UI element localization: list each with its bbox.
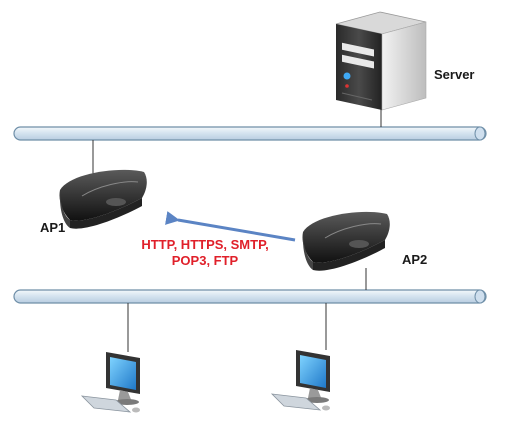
protocol-line-1: HTTP, HTTPS, SMTP, xyxy=(141,237,269,252)
ap2-label: AP2 xyxy=(402,252,428,267)
traffic-arrow xyxy=(164,211,296,242)
bottom-network-bus xyxy=(13,289,487,304)
wireless-router-icon xyxy=(59,169,147,229)
protocol-list: HTTP, HTTPS, SMTP, POP3, FTP xyxy=(130,237,280,269)
ap1-label: AP1 xyxy=(40,220,66,235)
server-tower-icon xyxy=(335,11,427,111)
desktop-computer-icon xyxy=(270,350,330,411)
top-network-bus xyxy=(13,126,487,141)
desktop-computer-icon xyxy=(80,352,140,413)
server-label: Server xyxy=(434,67,475,82)
wireless-router-icon xyxy=(302,211,390,271)
protocol-line-2: POP3, FTP xyxy=(171,253,239,268)
